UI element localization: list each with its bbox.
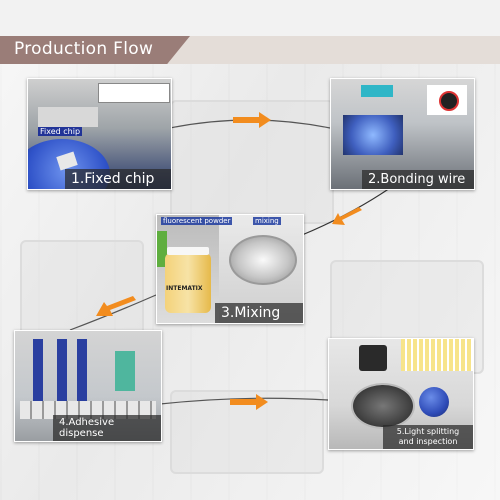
mixing-tag: mixing xyxy=(253,217,281,225)
wire-spool xyxy=(439,91,459,111)
page-title: Production Flow xyxy=(14,39,154,59)
jar-label: INTEMATIX xyxy=(166,285,203,292)
dispense-arm-2 xyxy=(57,339,67,409)
step-2-photo: 2.Bonding wire xyxy=(330,78,475,190)
sorting-bins xyxy=(401,339,473,371)
green-bottle xyxy=(157,231,167,267)
dispense-syringe xyxy=(115,351,135,391)
fluorescent-powder-tag: fluorescent powder xyxy=(161,217,233,225)
monitor-screen xyxy=(361,85,393,97)
arrow-down-left-icon xyxy=(96,296,136,316)
powder-jar xyxy=(165,253,211,313)
step-1-caption: 1.Fixed chip xyxy=(65,169,171,189)
step-3-caption: 3.Mixing xyxy=(215,303,303,323)
step-5-caption-line1: 5.Light splitting xyxy=(396,427,460,436)
step-1-photo: Fixed chip 1.Fixed chip xyxy=(27,78,172,190)
conveyor-rail xyxy=(20,401,156,419)
connector-4-5 xyxy=(159,397,329,405)
step-3-photo: INTEMATIX fluorescent powder mixing 3.Mi… xyxy=(156,214,304,324)
step-4-caption: 4.Adhesive dispense xyxy=(53,415,161,441)
bonding-head xyxy=(343,115,403,155)
step-4-photo: 4.Adhesive dispense xyxy=(14,330,162,442)
arrow-down-left-icon xyxy=(332,207,362,225)
integrating-sphere xyxy=(419,387,449,417)
dispense-arm-3 xyxy=(77,339,87,409)
arrow-right-icon xyxy=(233,112,271,128)
step-5-caption: 5.Light splitting and inspection xyxy=(383,425,473,449)
dispense-arm-1 xyxy=(33,339,43,409)
fixed-chip-tag: Fixed chip xyxy=(38,127,83,136)
mixer-bowl xyxy=(229,235,297,285)
section-header: Production Flow xyxy=(0,36,500,64)
arrow-right-icon xyxy=(230,394,268,410)
background-machine xyxy=(20,240,144,344)
step-2-caption: 2.Bonding wire xyxy=(362,170,474,189)
sorting-wheel xyxy=(351,383,415,429)
inspection-camera xyxy=(359,345,387,371)
machine-part xyxy=(38,107,98,127)
step-5-caption-line2: and inspection xyxy=(398,437,458,446)
jar-lid xyxy=(167,247,209,255)
header-band xyxy=(0,36,190,64)
step-5-photo: 5.Light splitting and inspection xyxy=(328,338,474,450)
machine-label-panel xyxy=(98,83,170,103)
